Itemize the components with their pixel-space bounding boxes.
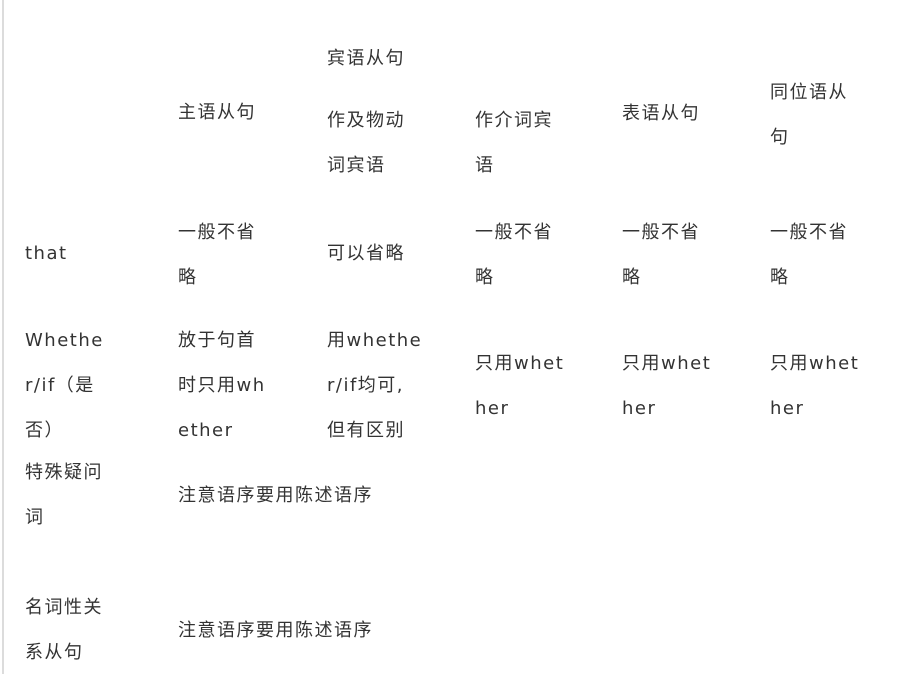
header-subject-clause: 主语从句 [178, 90, 256, 135]
table-left-border [2, 0, 4, 674]
row-label: 特殊疑问 词 [25, 450, 103, 540]
cell-text: 否） [25, 420, 64, 441]
header-object-clause: 宾语从句 [327, 36, 405, 81]
cell-text: 放于句首 [178, 330, 256, 351]
cell-text: 一般不省 [622, 222, 700, 243]
table-cell: 只用whet her [475, 341, 564, 431]
cell-text: 一般不省 [178, 222, 256, 243]
cell-text: that [25, 243, 68, 264]
cell-text: 一般不省 [770, 222, 848, 243]
table-cell: 只用whet her [622, 341, 711, 431]
header-object-of-preposition: 作介词宾 语 [475, 98, 553, 188]
cell-text: 名词性关 [25, 597, 103, 618]
cell-text: 系从句 [25, 642, 84, 663]
cell-text: 略 [622, 267, 642, 288]
header-appositive-clause: 同位语从 句 [770, 70, 848, 160]
header-text: 作及物动 [327, 110, 405, 131]
table-cell-merged: 注意语序要用陈述语序 [178, 608, 373, 653]
header-text: 宾语从句 [327, 48, 405, 69]
cell-text: 可以省略 [327, 243, 405, 264]
table-cell: 可以省略 [327, 231, 405, 276]
cell-text: 只用whet [770, 353, 860, 374]
table-cell: 一般不省 略 [622, 210, 700, 300]
cell-text: 略 [475, 267, 495, 288]
cell-text: 时只用wh [178, 375, 266, 396]
table-cell: 用whethe r/if均可, 但有区别 [327, 318, 422, 453]
cell-text: 略 [178, 267, 198, 288]
cell-text: 词 [25, 507, 45, 528]
header-predicative-clause: 表语从句 [622, 91, 700, 136]
header-object-of-verb: 作及物动 词宾语 [327, 98, 405, 188]
header-text: 主语从句 [178, 102, 256, 123]
cell-text: 一般不省 [475, 222, 553, 243]
cell-text: r/if均可, [327, 375, 405, 396]
table-cell: 放于句首 时只用wh ether [178, 318, 266, 453]
header-text: 同位语从 [770, 82, 848, 103]
cell-text: Whethe [25, 330, 104, 351]
cell-text: her [622, 398, 657, 419]
header-text: 作介词宾 [475, 110, 553, 131]
table-cell: 只用whet her [770, 341, 859, 431]
cell-text: 注意语序要用陈述语序 [178, 485, 373, 506]
row-label: Whethe r/if（是 否） [25, 318, 104, 453]
cell-text: her [770, 398, 805, 419]
cell-text: 但有区别 [327, 420, 405, 441]
cell-text: 略 [770, 267, 790, 288]
cell-text: 注意语序要用陈述语序 [178, 620, 373, 641]
cell-text: r/if（是 [25, 375, 95, 396]
row-label: 名词性关 系从句 [25, 585, 103, 675]
header-text: 语 [475, 155, 495, 176]
table-cell: 一般不省 略 [770, 210, 848, 300]
table-cell-merged: 注意语序要用陈述语序 [178, 473, 373, 518]
cell-text: 用whethe [327, 330, 423, 351]
cell-text: 特殊疑问 [25, 462, 103, 483]
row-label: that [25, 231, 68, 276]
cell-text: ether [178, 420, 234, 441]
cell-text: her [475, 398, 510, 419]
cell-text: 只用whet [475, 353, 565, 374]
table-cell: 一般不省 略 [178, 210, 256, 300]
cell-text: 只用whet [622, 353, 712, 374]
header-text: 词宾语 [327, 155, 386, 176]
table-cell: 一般不省 略 [475, 210, 553, 300]
header-text: 表语从句 [622, 103, 700, 124]
header-text: 句 [770, 127, 790, 148]
